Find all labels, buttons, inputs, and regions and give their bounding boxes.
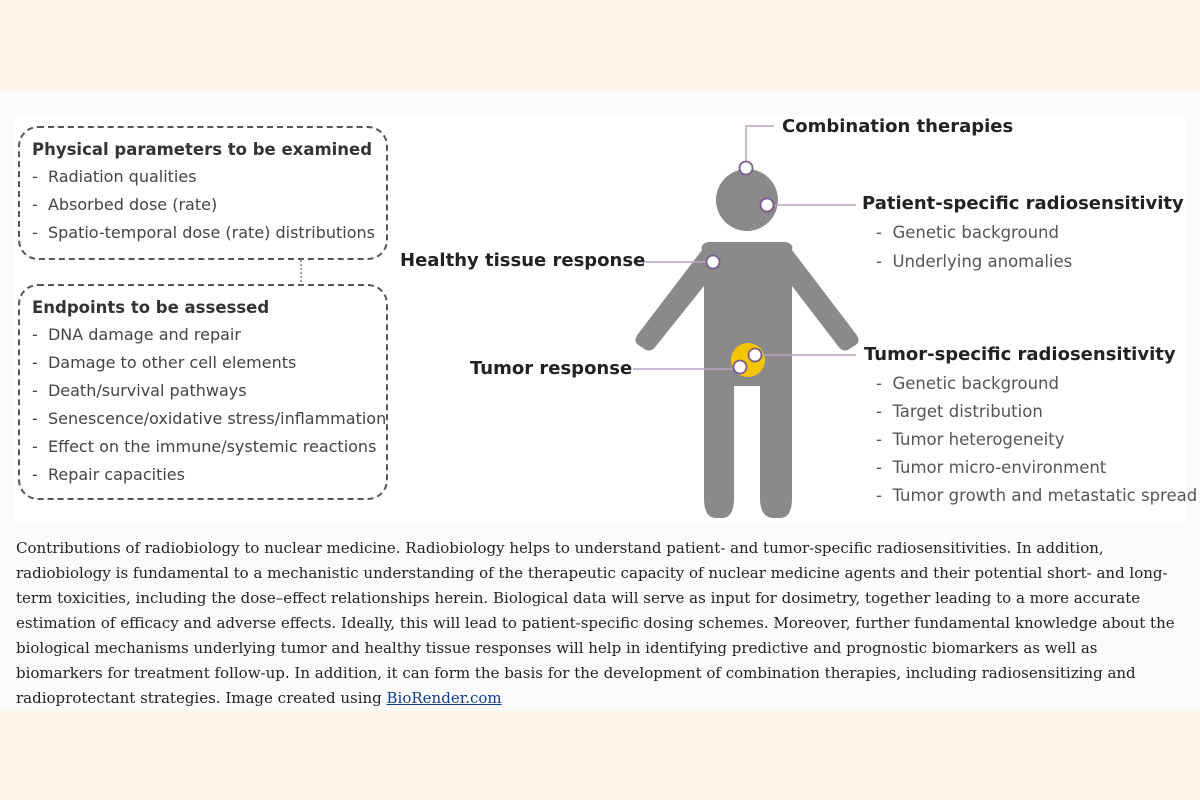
label-tumor-response: Tumor response (470, 358, 633, 379)
endpoint-item: Repair capacities (32, 461, 386, 489)
marker-circles (705, 160, 775, 375)
human-figure-icon (635, 169, 859, 518)
patient-item: Genetic background (876, 223, 1059, 242)
physical-item: Absorbed dose (rate) (32, 191, 386, 219)
physical-parameters-box: Physical parameters to be examined Radia… (18, 126, 388, 260)
physical-item: Radiation qualities (32, 163, 386, 191)
figure-caption: Contributions of radiobiology to nuclear… (16, 536, 1188, 711)
tumor-item: Genetic background (876, 374, 1059, 393)
endpoint-item: Effect on the immune/systemic reactions (32, 433, 386, 461)
tumor-item: Target distribution (876, 402, 1042, 421)
connector-lines (633, 125, 856, 370)
figure: Physical parameters to be examined Radia… (14, 116, 1197, 522)
label-patient-radiosensitivity: Patient-specific radiosensitivity (862, 193, 1184, 214)
endpoints-box: Endpoints to be assessed DNA damage and … (18, 284, 388, 500)
caption-text: Contributions of radiobiology to nuclear… (16, 539, 1175, 707)
label-combination-therapies: Combination therapies (782, 116, 1014, 137)
endpoint-item: DNA damage and repair (32, 321, 386, 349)
biorender-link[interactable]: BioRender.com (386, 689, 502, 707)
endpoint-item: Death/survival pathways (32, 377, 386, 405)
physical-item: Spatio-temporal dose (rate) distribution… (32, 219, 386, 247)
tumor-item: Tumor micro-environment (876, 458, 1106, 477)
endpoint-item: Damage to other cell elements (32, 349, 386, 377)
endpoint-item: Senescence/oxidative stress/inflammation (32, 405, 386, 433)
label-healthy-tissue-response: Healthy tissue response (400, 250, 646, 271)
endpoints-title: Endpoints to be assessed (32, 298, 270, 317)
tumor-item: Tumor growth and metastatic spread (876, 486, 1197, 505)
label-tumor-radiosensitivity: Tumor-specific radiosensitivity (864, 344, 1176, 365)
physical-parameters-title: Physical parameters to be examined (32, 140, 373, 159)
tumor-item: Tumor heterogeneity (876, 430, 1064, 449)
figure-graphic (300, 125, 859, 518)
patient-item: Underlying anomalies (876, 252, 1072, 271)
